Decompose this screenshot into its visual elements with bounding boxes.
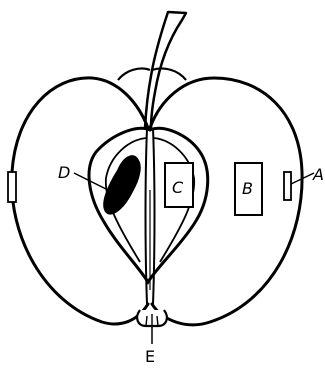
skin-mark-left [8, 172, 16, 202]
label-b: B [242, 179, 253, 198]
label-a: A [312, 165, 324, 184]
label-d: D [58, 163, 70, 182]
label-e: E [145, 347, 155, 365]
label-c: C [172, 178, 184, 197]
sample-box-a [284, 172, 291, 200]
stalk [145, 12, 186, 128]
